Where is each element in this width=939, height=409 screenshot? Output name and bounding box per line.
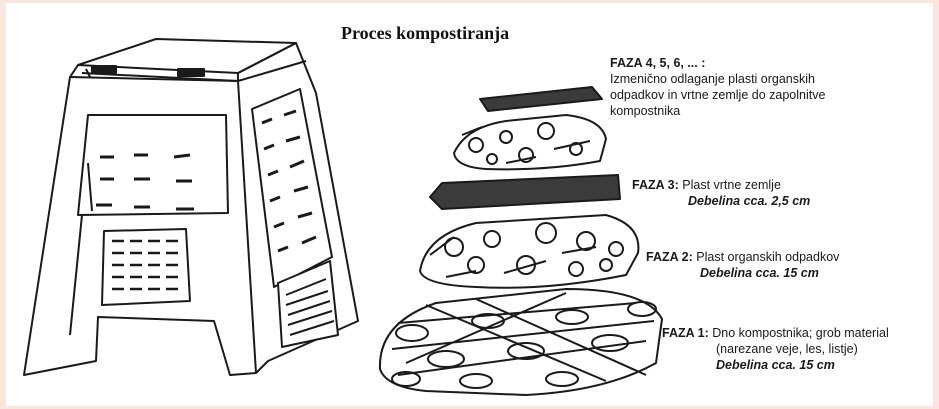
phase-1-tag: FAZA 1:: [662, 326, 709, 340]
phase-1-label: FAZA 1: Dno kompostnika; grob material (…: [662, 325, 889, 373]
phase-4-line-1: Izmenično odlaganje plasti organskih: [610, 72, 815, 86]
phase-3-label: FAZA 3: Plast vrtne zemlje Debelina cca.…: [632, 177, 810, 209]
figure-title: Proces kompostiranja: [341, 23, 510, 43]
phase-3-description: Plast vrtne zemlje: [682, 178, 781, 192]
phase-3-thickness: Debelina cca. 2,5 cm: [688, 194, 811, 208]
composting-illustration: [23, 38, 663, 396]
phase-2-label: FAZA 2: Plast organskih odpadkov Debelin…: [646, 249, 839, 281]
phase-1-thickness: Debelina cca. 15 cm: [716, 358, 835, 372]
phase-2-description: Plast organskih odpadkov: [696, 250, 840, 264]
phase-1-description: Dno kompostnika; grob material: [712, 326, 889, 340]
phase-4-tag: FAZA 4, 5, 6, ... :: [610, 56, 706, 70]
phase-3-tag: FAZA 3:: [632, 178, 679, 192]
compost-bin-drawing: [23, 38, 359, 376]
phase-2-thickness: Debelina cca. 15 cm: [700, 266, 819, 280]
phase-2-tag: FAZA 2:: [646, 250, 693, 264]
phase-4-label: FAZA 4, 5, 6, ... : Izmenično odlaganje …: [610, 55, 825, 119]
compost-pile-drawing: [378, 86, 663, 396]
phase-4-line-3: kompostnika: [610, 104, 681, 118]
phase-1-description-2: (narezane veje, les, listje): [716, 342, 858, 356]
figure-canvas: Proces kompostiranja FAZA 4, 5, 6, ... :…: [6, 3, 933, 406]
phase-4-line-2: odpadkov in vrtne zemlje do zapolnitve: [610, 88, 826, 102]
